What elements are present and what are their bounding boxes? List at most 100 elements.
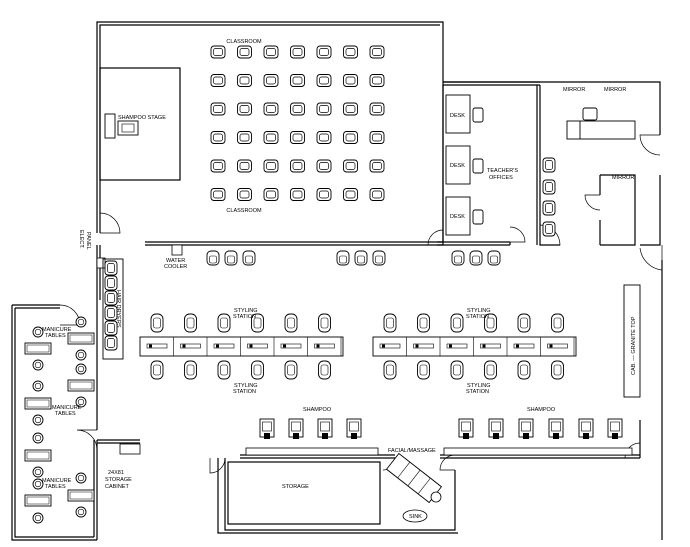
manicure-chair — [32, 414, 44, 426]
classroom-chair — [263, 159, 279, 173]
shampoo-chair — [346, 418, 362, 440]
desk-label-1: DESK — [450, 113, 465, 119]
waiting-chair — [451, 250, 465, 266]
classroom-chair — [343, 74, 358, 87]
classroom-chair — [263, 45, 279, 59]
teachers-offices-label-1: TEACHER'S — [487, 168, 518, 174]
styling-chair — [551, 360, 564, 380]
manicure-chair — [75, 316, 87, 328]
hair-dryer-bench — [102, 258, 124, 360]
styling-station-label-4a: STYLING — [467, 383, 491, 389]
classroom-label-top: CLASSROOM — [226, 39, 262, 45]
styling-tool — [182, 344, 186, 348]
styling-chair — [383, 360, 397, 380]
desk-label-2: DESK — [450, 163, 465, 169]
styling-station-label-3b: STATION — [466, 314, 489, 320]
storage-cabinet — [119, 443, 141, 455]
waiting-chair — [224, 250, 238, 266]
styling-chair — [318, 360, 331, 380]
styling-chair — [383, 313, 397, 333]
styling-station-label-3a: STYLING — [467, 308, 491, 314]
manicure-chair — [32, 512, 44, 524]
styling-counter — [139, 336, 344, 357]
shampoo-counter-1 — [245, 447, 379, 456]
waiting-chair — [469, 250, 483, 266]
teacher-desks — [445, 94, 484, 236]
styling-station-label-4b: STATION — [466, 389, 489, 395]
styling-tool — [549, 344, 553, 348]
manicure-tables-label-1a: MANICURE — [42, 327, 72, 333]
mirror-room-chair — [542, 157, 556, 173]
classroom-chair — [237, 188, 252, 201]
hair-dryers-label: HAIR DRYERS — [115, 290, 121, 328]
shampoo-counter-2 — [443, 447, 633, 456]
manicure-table — [67, 489, 95, 502]
styling-chair — [551, 313, 564, 333]
hair-dryers — [102, 258, 124, 360]
classroom-chair — [290, 74, 305, 87]
styling-chair — [318, 313, 331, 333]
styling-tool — [249, 344, 253, 348]
shampoo-stage-label: SHAMPOO STAGE — [118, 115, 166, 121]
mirror-label-3: MIRROR — [612, 175, 634, 181]
shampoo-label-2: SHAMPOO — [527, 407, 556, 413]
manicure-tables-label-2a: MANICURE — [52, 405, 82, 411]
styling-stations — [139, 313, 577, 380]
styling-chair — [417, 313, 430, 333]
manicure-table-top — [69, 381, 93, 390]
styling-counter — [372, 336, 577, 357]
manicure-chair — [75, 472, 87, 484]
storage-cabinet-label-2: STORAGE — [105, 477, 132, 483]
waiting-chair — [242, 250, 256, 266]
waiting-chair — [336, 250, 350, 266]
classroom-chair — [263, 102, 279, 116]
classroom-chair — [237, 45, 252, 59]
manicure-table — [24, 342, 52, 355]
shampoo-chair — [458, 418, 474, 440]
classroom-chair — [369, 45, 385, 59]
classroom-chair — [369, 131, 385, 144]
classroom-chair — [369, 188, 385, 201]
classroom-chair — [316, 102, 332, 116]
mirror-room-chair — [542, 221, 556, 237]
classroom-chair — [210, 102, 226, 116]
hair-dryer-chair — [104, 260, 118, 276]
styling-chair — [251, 360, 264, 380]
manicure-chair — [32, 380, 44, 392]
styling-mirror — [314, 343, 335, 349]
mirror-room-chairs — [542, 157, 556, 237]
sink — [402, 509, 428, 523]
classroom-chairs — [210, 45, 385, 201]
classroom-chair — [263, 188, 279, 201]
classroom-chair — [210, 131, 226, 144]
manicure-table — [67, 332, 95, 345]
classroom-chair — [369, 102, 385, 116]
styling-chair — [517, 313, 531, 333]
classroom-chair — [237, 102, 252, 116]
shampoo-chair — [548, 418, 564, 440]
manicure-tables-label-3b: TABLES — [45, 484, 66, 490]
elect-panel — [96, 257, 106, 269]
styling-chair — [217, 313, 231, 333]
styling-chair — [184, 360, 197, 380]
classroom-chair — [316, 45, 332, 59]
styling-mirror — [180, 343, 201, 349]
styling-mirror — [413, 343, 434, 349]
shampoo-chair — [259, 418, 275, 440]
styling-tool — [449, 344, 452, 348]
shampoo-stations — [259, 418, 623, 440]
manicure-table-top — [26, 451, 50, 460]
classroom-chair — [210, 188, 226, 201]
waiting-chairs — [206, 250, 501, 266]
classroom-chair — [343, 45, 358, 59]
styling-tool — [283, 344, 286, 348]
manicure-table-top — [26, 344, 50, 353]
desk-label-3: DESK — [450, 214, 465, 220]
classroom-chair — [290, 102, 305, 116]
hair-dryer-chair — [104, 335, 118, 351]
classroom-chair — [343, 159, 358, 173]
cab-granite-top-label: CAB. — GRANITE TOP — [631, 316, 637, 375]
waiting-chair — [487, 250, 501, 266]
teachers-offices-label-2: OFFICES — [489, 175, 513, 181]
